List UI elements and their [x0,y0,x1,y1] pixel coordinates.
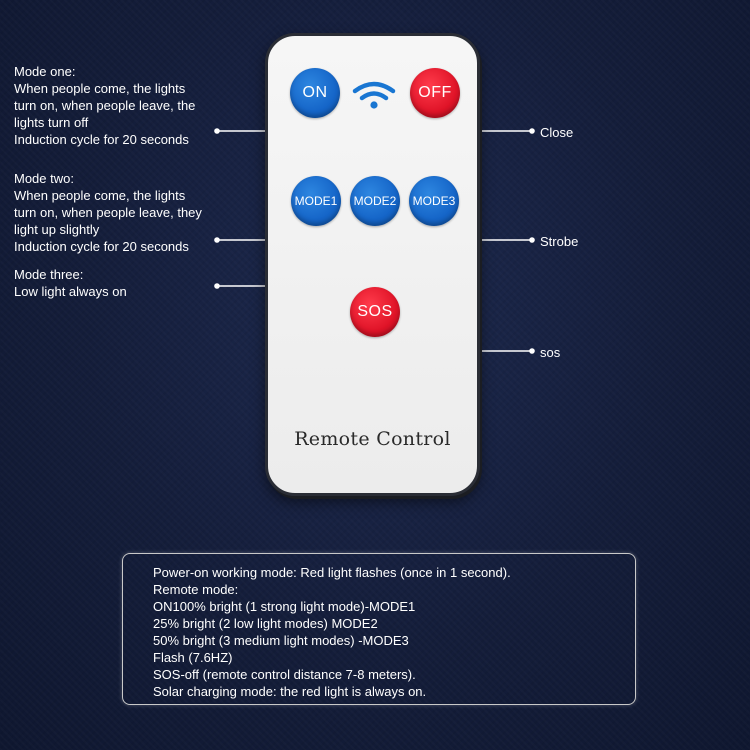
info-line: Flash (7.6HZ) [153,650,233,665]
annotation-line: lights turn off [14,115,89,130]
annotation-line: turn on, when people leave, they [14,205,202,220]
info-line: Solar charging mode: the red light is al… [153,684,427,699]
connector-dot-strobe [529,237,535,243]
connector-dot-mode-three [214,283,220,289]
sos-button-label: SOS [357,303,393,320]
on-button[interactable]: ON [290,68,340,118]
annotation-strobe: Strobe [540,234,579,249]
mode2-button[interactable]: MODE2 [350,176,400,226]
annotation-line: Induction cycle for 20 seconds [14,132,189,147]
annotation-line: light up slightly [14,222,100,237]
connector-dot-mode-one [214,128,220,134]
mode3-button-label: MODE3 [412,194,456,208]
annotation-line: Low light always on [14,284,127,299]
annotation-line: When people come, the lights [14,81,186,96]
info-line: 25% bright (2 low light modes) MODE2 [153,616,378,631]
annotation-mode-two: Mode two: When people come, the lights t… [14,170,202,255]
connector-dot-close [529,128,535,134]
mode3-button[interactable]: MODE3 [409,176,459,226]
on-button-label: ON [302,84,328,101]
info-line: Power-on working mode: Red light flashes… [153,565,511,580]
mode1-button[interactable]: MODE1 [291,176,341,226]
info-line: Remote mode: [153,582,239,597]
sos-button[interactable]: SOS [350,287,400,337]
annotation-line: Induction cycle for 20 seconds [14,239,189,254]
annotation-line: turn on, when people leave, the [14,98,196,113]
annotation-mode-one: Mode one: When people come, the lights t… [14,63,195,148]
annotation-close: Close [540,125,574,140]
info-line: 50% bright (3 medium light modes) -MODE3 [153,633,409,648]
annotation-line: Mode three: [14,267,84,282]
info-line: SOS-off (remote control distance 7-8 met… [153,667,416,682]
annotation-line: When people come, the lights [14,188,186,203]
mode1-button-label: MODE1 [294,194,338,208]
annotation-sos: sos [540,345,561,360]
off-button[interactable]: OFF [410,68,460,118]
info-line: ON100% bright (1 strong light mode)-MODE… [153,599,416,614]
connector-dot-sos [529,348,535,354]
connector-dot-mode-two [214,237,220,243]
remote-label: Remote Control [294,428,451,450]
wifi-signal-icon [352,81,396,109]
off-button-label: OFF [418,84,452,101]
annotation-line: Mode two: [14,171,74,186]
info-box: Power-on working mode: Red light flashes… [122,553,636,705]
mode2-button-label: MODE2 [353,194,397,208]
annotation-mode-three: Mode three: Low light always on [14,266,127,300]
annotation-line: Mode one: [14,64,76,79]
